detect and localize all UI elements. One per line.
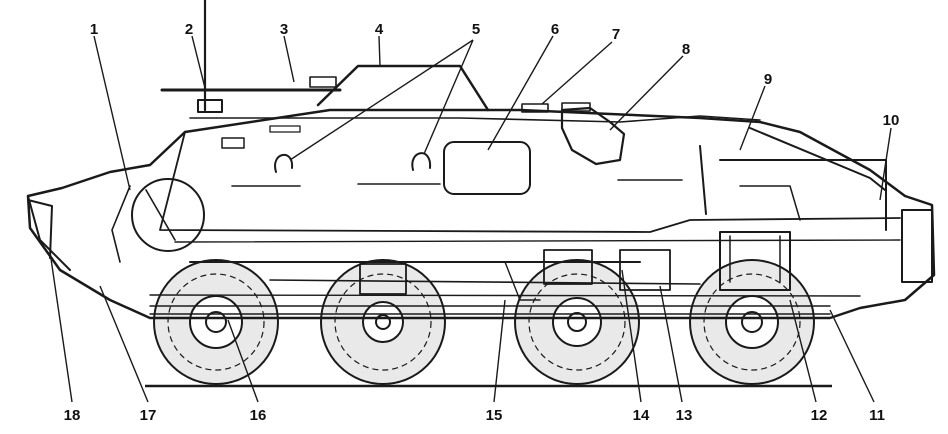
callout-3: 3 xyxy=(280,21,288,38)
callout-8: 8 xyxy=(682,41,690,58)
leader-12 xyxy=(789,299,817,403)
leader-18 xyxy=(49,251,73,403)
callout-17: 17 xyxy=(140,407,157,424)
callout-1: 1 xyxy=(90,21,98,38)
leader-10 xyxy=(879,127,892,201)
leader-3 xyxy=(283,35,295,83)
callout-7: 7 xyxy=(612,26,620,43)
callout-9: 9 xyxy=(764,71,772,88)
leader-7 xyxy=(541,41,613,105)
callout-13: 13 xyxy=(676,407,693,424)
leader-4 xyxy=(378,35,381,67)
leader-16 xyxy=(227,319,259,403)
callout-5: 5 xyxy=(472,21,480,38)
callout-16: 16 xyxy=(250,407,267,424)
callout-10: 10 xyxy=(883,112,900,129)
leader-1 xyxy=(93,35,131,191)
callout-18: 18 xyxy=(64,407,81,424)
leader-9 xyxy=(739,85,766,151)
callout-labels: 1 2 3 4 5 6 7 8 9 10 11 12 13 14 15 16 1… xyxy=(64,21,900,424)
callout-4: 4 xyxy=(375,21,384,38)
wheel-1 xyxy=(153,259,279,385)
callout-15: 15 xyxy=(486,407,503,424)
leader-2 xyxy=(191,35,206,89)
wheels xyxy=(153,259,815,385)
callout-14: 14 xyxy=(633,407,650,424)
leader-8 xyxy=(609,55,684,131)
callout-11: 11 xyxy=(869,407,885,424)
leader-13 xyxy=(659,285,683,403)
leader-5a xyxy=(289,39,474,161)
leader-5b xyxy=(423,39,474,155)
wheel-2 xyxy=(320,259,446,385)
leader-lines xyxy=(49,35,892,403)
wheel-3 xyxy=(514,259,640,385)
leader-6 xyxy=(487,35,554,151)
callout-6: 6 xyxy=(551,21,559,38)
callout-2: 2 xyxy=(185,21,193,38)
leader-14 xyxy=(621,269,642,403)
leader-15 xyxy=(493,299,506,403)
leader-11 xyxy=(829,309,875,403)
leader-17 xyxy=(99,285,149,403)
hull xyxy=(26,0,936,320)
callout-12: 12 xyxy=(811,407,828,424)
